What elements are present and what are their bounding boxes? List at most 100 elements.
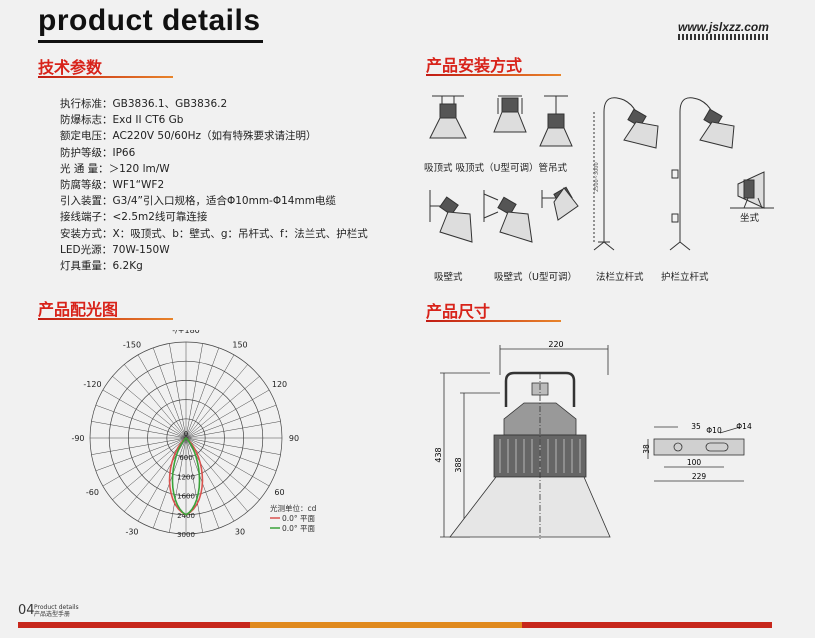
spec-value: <2.5m2线可靠连接 [112, 211, 208, 224]
polar-spoke [169, 343, 187, 439]
dim-height-388: 388 [454, 457, 463, 472]
polar-spoke [185, 437, 270, 487]
section-title-dims: 产品尺寸 [426, 302, 491, 321]
dimension-drawing: 220 438 388 35 Φ10 Φ14 38 100 229 [434, 340, 752, 539]
spec-row: 防爆标志：Exd II CT6 Gb [60, 112, 368, 128]
dim-bracket-phi14: Φ14 [736, 422, 752, 431]
polar-angle-label: -60 [86, 488, 99, 497]
polar-unit-label: 光测单位：cd [270, 503, 317, 513]
spec-row: 接线端子：<2.5m2线可靠连接 [60, 209, 368, 225]
polar-legend-label: 0.0° 平面 [282, 524, 316, 533]
spec-value: ＞120 lm/W [108, 162, 170, 175]
polar-angle-label: 90 [289, 434, 299, 443]
polar-spoke [137, 354, 187, 439]
polar-spoke [95, 437, 187, 472]
dim-bracket-38: 38 [642, 444, 651, 454]
polar-spoke [185, 437, 248, 512]
install-caption-rail-pole: 护栏立杆式 [661, 272, 709, 283]
polar-angle-label: 120 [272, 380, 287, 389]
rail-pole-icon [669, 97, 735, 251]
spec-row: LED光源：70W-150W [60, 242, 368, 258]
ceiling-u-lamp-icon [493, 95, 527, 133]
spec-row: 防护等级：IP66 [60, 145, 368, 161]
spec-label: LED光源： [60, 243, 113, 256]
spec-row: 额定电压：AC220V 50/60Hz（如有特殊要求请注明） [60, 128, 368, 144]
spec-label: 防爆标志： [60, 114, 113, 127]
polar-spoke [185, 364, 248, 439]
polar-spoke [185, 343, 203, 439]
spec-row: 引入装置：G3/4”引入口规格，适合Φ10mm-Φ14mm电缆 [60, 193, 368, 209]
footer-strip-red2 [522, 622, 772, 628]
install-caption-flange-pole: 法栏立杆式 [596, 272, 644, 283]
polar-radial-label: 1200 [177, 473, 195, 481]
website-underline [678, 34, 768, 40]
polar-radial-label: 2400 [177, 512, 195, 520]
section-line-dims [426, 320, 561, 322]
polar-spoke [91, 437, 187, 455]
pendant-lamp-icon [539, 95, 573, 147]
polar-angle-label: 150 [232, 340, 247, 349]
footer-strip-orange [250, 622, 522, 628]
dim-width-220: 220 [548, 340, 563, 349]
section-line-install [426, 74, 561, 76]
wall-u-lamp-icon [483, 190, 533, 243]
section-title-install: 产品安装方式 [426, 56, 523, 75]
dim-bracket-100: 100 [687, 458, 702, 467]
spec-row: 安装方式：X：吸顶式、b：壁式、g：吊杆式、f：法兰式、护栏式 [60, 226, 368, 242]
polar-spoke [185, 421, 281, 439]
polar-spoke [124, 437, 187, 512]
spec-row: 防腐等级：WF1“WF2 [60, 177, 368, 193]
polar-angle-label: -30 [125, 528, 138, 537]
section-line-tech [38, 76, 173, 78]
spec-label: 额定电压： [60, 130, 113, 143]
polar-spoke [124, 364, 187, 439]
polar-spoke [185, 354, 235, 439]
footer-strip-red [18, 622, 250, 628]
polar-spoke [185, 376, 260, 439]
pole-dimension-label: 2500~3000 [594, 162, 600, 192]
polar-angle-label: 60 [274, 488, 284, 497]
polar-radial-label: 0 [184, 430, 188, 438]
title-underline [38, 40, 263, 43]
dim-bracket-229: 229 [692, 472, 707, 481]
install-caption-wall: 吸壁式 [434, 272, 463, 283]
spec-value: IP66 [112, 146, 136, 159]
spec-value: 70W-150W [112, 243, 170, 256]
spec-label: 防护等级： [60, 146, 113, 159]
page-title: product details [38, 4, 261, 37]
spec-value: 6.2Kg [112, 260, 143, 273]
install-caption-floor: 坐式 [740, 213, 760, 224]
spec-value: GB3836.1、GB3836.2 [112, 98, 228, 110]
spec-label: 接线端子： [60, 211, 113, 224]
wall-lamp-icon [429, 190, 473, 243]
polar-spoke [112, 437, 187, 500]
polar-spoke [152, 347, 187, 439]
polar-spoke [102, 389, 187, 439]
polar-spoke [102, 437, 187, 487]
spec-row: 执行标准：GB3836.1、GB3836.2 [60, 96, 368, 112]
spec-value: G3/4”引入口规格，适合Φ10mm-Φ14mm电缆 [112, 195, 336, 208]
page-number: 04 [18, 603, 35, 618]
polar-spoke [169, 437, 187, 533]
install-caption-wall-u: 吸壁式（U型可调） [494, 272, 577, 283]
spec-label: 引入装置： [60, 195, 113, 208]
section-title-light: 产品配光图 [38, 300, 119, 319]
polar-radial-label: 3000 [177, 531, 195, 539]
polar-radial-label: 600 [179, 454, 192, 462]
polar-angle-label: 30 [235, 528, 245, 537]
polar-angle-label: -90 [71, 434, 84, 443]
spec-value: WF1“WF2 [112, 179, 165, 192]
polar-spoke [185, 437, 203, 533]
polar-angle-label: -120 [83, 380, 101, 389]
polar-spoke [95, 404, 187, 439]
spec-label: 灯具重量： [60, 260, 113, 273]
spec-row: 灯具重量：6.2Kg [60, 258, 368, 274]
wall-arm-lamp-icon [541, 186, 579, 221]
polar-spoke [91, 421, 187, 439]
footer-sub-cn: 产品选型手册 [34, 611, 71, 618]
polar-spoke [185, 389, 270, 439]
spec-label: 执行标准： [60, 98, 113, 110]
dim-bracket-phi10: Φ10 [706, 426, 722, 435]
dim-bracket-35: 35 [691, 422, 701, 431]
